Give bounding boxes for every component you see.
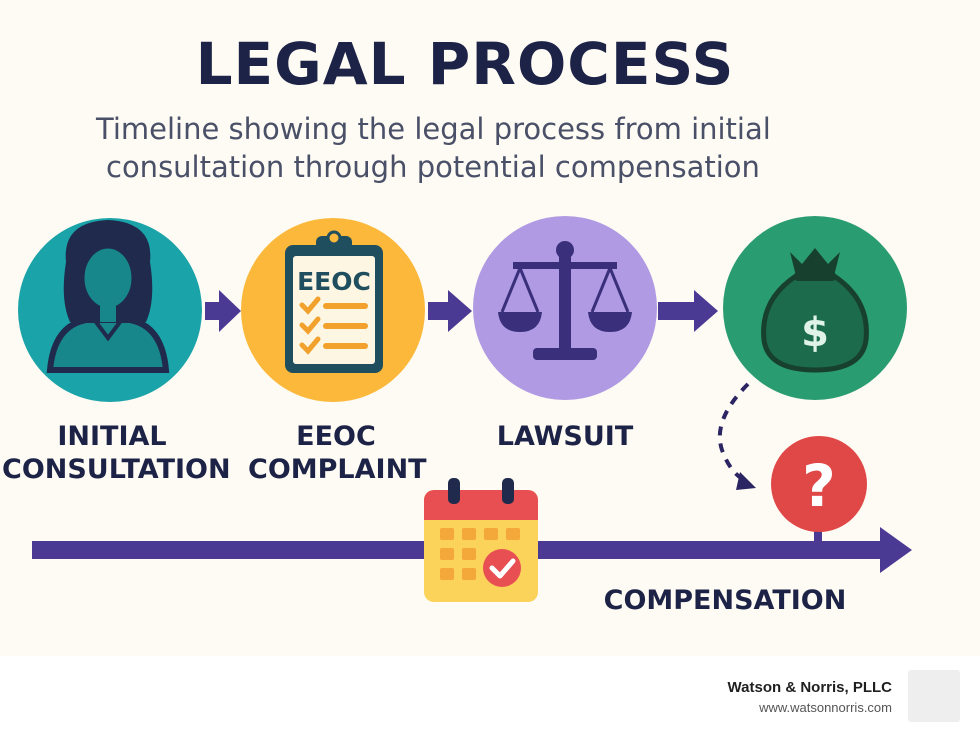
dollar-sign: $ — [801, 310, 829, 356]
subtitle: Timeline showing the legal process from … — [96, 110, 836, 186]
arrow-3-4 — [658, 290, 718, 332]
firm-credit: Watson & Norris, PLLC www.watsonnorris.c… — [728, 679, 892, 715]
firm-name: Watson & Norris, PLLC — [727, 679, 892, 696]
step-circle-compensation: $ — [723, 216, 907, 400]
scales-icon — [498, 241, 632, 360]
footer — [0, 656, 980, 736]
subtitle-line-1: Timeline showing the legal process from … — [96, 112, 771, 146]
calendar-icon — [424, 478, 538, 602]
clipboard-text: EEOC — [297, 267, 371, 296]
person-icon — [46, 220, 170, 373]
question-icon: ? — [802, 452, 836, 520]
money-bag-icon: $ — [761, 248, 869, 373]
step-label-complaint: EEOC COMPLAINT — [248, 421, 427, 485]
step-circle-consultation — [18, 218, 202, 402]
step-label-lawsuit: LAWSUIT — [496, 421, 634, 452]
arrow-2-3 — [428, 290, 472, 332]
subtitle-line-2: consultation through potential compensat… — [106, 150, 760, 184]
firm-logo — [908, 670, 960, 722]
step-circle-complaint: EEOC — [241, 218, 425, 402]
page-title: LEGAL PROCESS — [195, 30, 735, 98]
dashed-arrow — [717, 382, 756, 490]
step-label-consultation: INITIAL CONSULTATION — [2, 421, 231, 485]
question-marker: ? — [771, 436, 867, 544]
step-circle-lawsuit — [473, 216, 657, 400]
firm-url: www.watsonnorris.com — [759, 700, 892, 715]
timeline-label-compensation: COMPENSATION — [603, 585, 847, 616]
clipboard-icon: EEOC — [285, 230, 383, 373]
arrow-1-2 — [205, 290, 241, 332]
